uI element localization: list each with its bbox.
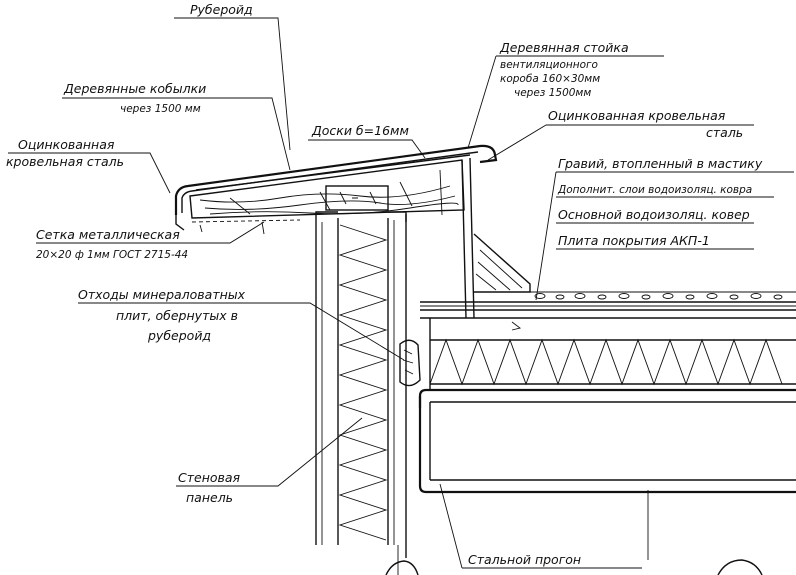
label-boards: Доски б=16мм xyxy=(311,123,409,138)
mineral-wool-waste xyxy=(399,339,421,387)
purlin-top-flange xyxy=(418,388,796,408)
label-wooden-post-4: через 1500мм xyxy=(514,87,591,99)
axis-bubble-right xyxy=(717,559,763,575)
wall-insulation-bounds xyxy=(337,218,389,545)
slab-insulation-bounds xyxy=(430,339,796,385)
slab-mark xyxy=(511,321,522,331)
label-mesh-1: Сетка металлическая xyxy=(36,227,180,242)
label-waste-2: плит, обернутых в xyxy=(116,308,238,323)
leader-wall-panel xyxy=(176,417,363,487)
label-galv-steel-right-2: сталь xyxy=(706,125,743,140)
cap-drip-left xyxy=(175,215,185,231)
label-battens-spacing: через 1500 мм xyxy=(120,103,201,115)
label-steel-purlin: Стальной прогон xyxy=(468,552,581,567)
parapet-steel-cap xyxy=(174,144,498,215)
wooden-battens-box xyxy=(189,159,465,219)
wall-insulation-fill xyxy=(338,224,388,541)
label-main-carpet: Основной водоизоляц. ковер xyxy=(558,207,750,222)
mesh-nails xyxy=(199,221,265,235)
parapet-steel-inner xyxy=(181,151,479,213)
steel-purlin-channel xyxy=(418,388,796,560)
roof-slab-top xyxy=(420,309,796,319)
leader-wooden-post xyxy=(467,55,664,149)
boards-layer xyxy=(195,154,471,191)
label-mesh-2: 20×20 ф 1мм ГОСТ 2715-44 xyxy=(36,249,188,261)
fillet-hatch xyxy=(475,249,523,291)
label-ruberoid: Руберойд xyxy=(190,2,253,17)
label-roof-slab: Плита покрытия АКП-1 xyxy=(558,233,710,248)
label-waste-1: Отходы минераловатных xyxy=(78,287,246,302)
leader-mineral-waste xyxy=(78,302,405,361)
connector-plate xyxy=(325,185,389,211)
gravel-stones xyxy=(534,293,783,300)
label-wooden-battens: Деревянные кобылки xyxy=(63,81,206,96)
label-wooden-post-1: Деревянная стойка xyxy=(499,40,629,55)
purlin-web xyxy=(418,396,796,494)
leader-lines xyxy=(8,17,794,569)
label-waste-3: руберойд xyxy=(147,328,211,343)
connector-bolts xyxy=(339,191,377,205)
leader-galv-steel-right xyxy=(487,124,754,161)
label-wall-panel-1: Стеновая xyxy=(178,470,241,485)
leader-wooden-battens xyxy=(62,97,291,171)
mineral-wool-texture xyxy=(402,349,414,375)
label-gravel: Гравий, втопленный в мастику xyxy=(558,156,763,171)
leader-mesh xyxy=(36,221,265,244)
leader-galv-steel-left xyxy=(8,152,171,194)
wall-panel xyxy=(315,211,407,558)
label-wooden-post-2: вентиляционного xyxy=(500,59,598,71)
post-inner-line xyxy=(439,169,443,216)
parapet-cap xyxy=(174,144,498,319)
wall-top-bracket xyxy=(315,211,407,222)
label-galv-steel-left-2: кровельная сталь xyxy=(6,154,124,169)
slab-insulation-fill xyxy=(429,338,783,386)
axis-bubble-left xyxy=(385,560,419,575)
leader-ruberoid xyxy=(174,17,291,151)
wooden-ventilation-post xyxy=(461,157,475,319)
wood-grain xyxy=(199,181,459,215)
leader-steel-purlin xyxy=(439,483,642,569)
leader-gravel xyxy=(535,171,794,301)
purlin-inner-lines xyxy=(430,401,796,481)
label-galv-steel-left-1: Оцинкованная xyxy=(18,137,115,152)
leader-boards xyxy=(308,139,426,159)
label-extra-layers: Дополнит. слои водоизоляц. ковра xyxy=(557,184,752,196)
label-wooden-post-3: короба 160×30мм xyxy=(500,73,600,85)
label-wall-panel-2: панель xyxy=(186,490,233,505)
roof-structure xyxy=(420,233,796,390)
metal-mesh xyxy=(191,219,301,223)
label-galv-steel-right-1: Оцинкованная кровельная xyxy=(548,108,726,123)
